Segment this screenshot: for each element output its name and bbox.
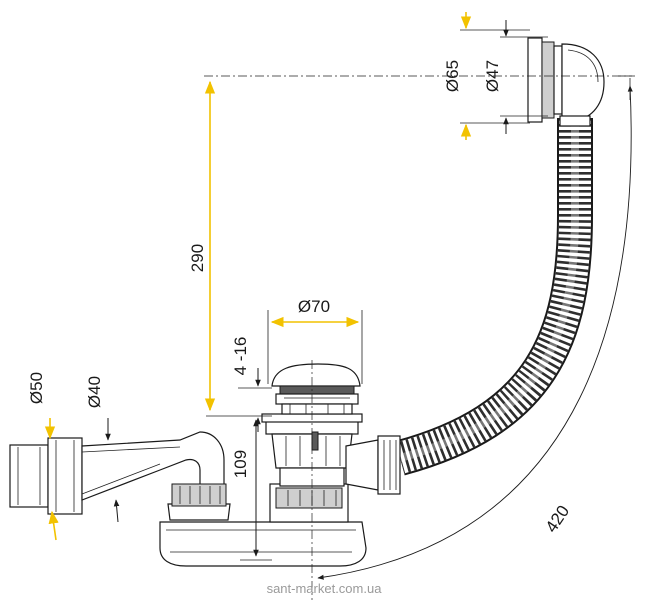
drain-body xyxy=(261,413,401,495)
outlet-pipe xyxy=(9,431,225,515)
corrugated-hose xyxy=(395,118,593,476)
overflow-head xyxy=(527,37,605,127)
drain-plug xyxy=(271,363,361,415)
dim-label-hose-length: 420 xyxy=(542,502,574,536)
dimension-arrows xyxy=(44,12,633,580)
dim-label-overflow-inner: Ø47 xyxy=(483,60,502,92)
watermark: sant-market.com.ua xyxy=(267,581,383,596)
dim-label-trap-height: 109 xyxy=(231,450,250,478)
dim-label-outlet-outer: Ø50 xyxy=(27,372,46,404)
dim-label-overflow-outer: Ø65 xyxy=(443,60,462,92)
dim-label-plug-diameter: Ø70 xyxy=(298,297,330,316)
dim-label-plug-rise: 4 -16 xyxy=(231,337,250,376)
dim-label-outlet-inner: Ø40 xyxy=(85,376,104,408)
dim-label-height: 290 xyxy=(188,244,207,272)
trap-body xyxy=(159,483,367,567)
